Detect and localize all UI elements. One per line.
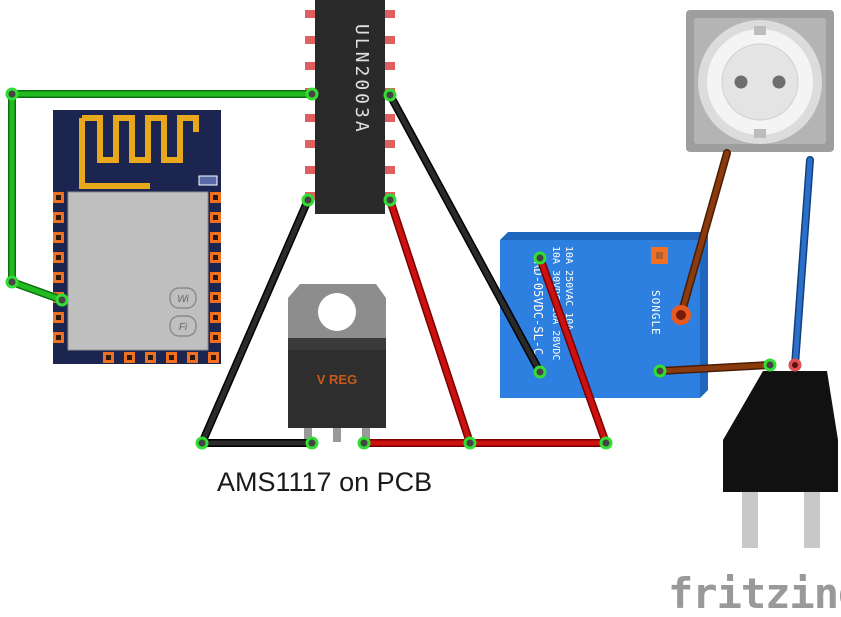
wires	[8, 90, 814, 447]
fritzing-logo: fritzing	[668, 569, 841, 617]
power-plug	[723, 371, 838, 548]
relay-model: SRD-05VDC-SL-C	[531, 254, 545, 355]
voltage-regulator: V REG	[288, 284, 386, 442]
regulator-pin	[333, 428, 341, 442]
regulator-pin	[362, 428, 370, 442]
regulator-mount-hole	[318, 293, 356, 331]
plug-body	[723, 371, 838, 492]
relay-brand: SONGLE	[649, 290, 662, 336]
wifi-badge-bottom: Fi	[179, 322, 188, 333]
relay-spec-line-1: 10A 250VAC 10A 1	[563, 246, 574, 342]
socket-ground-clip	[754, 26, 766, 35]
caption-label: AMS1117 on PCB	[217, 467, 432, 497]
connection-endpoints	[5, 87, 802, 450]
ic-pin	[305, 10, 317, 18]
ic-label: ULN2003A	[351, 24, 372, 135]
antenna-feed	[79, 160, 150, 189]
ic-pin	[305, 140, 317, 148]
plug-prong	[742, 492, 758, 548]
wifi-module-pads	[53, 192, 221, 363]
ic-pin	[383, 10, 395, 18]
socket-ground-clip	[754, 129, 766, 138]
socket-hole	[772, 75, 786, 89]
wifi-module: Wi Fi	[53, 110, 221, 364]
plug-prong	[804, 492, 820, 548]
uln2003a-chip: ULN2003A	[305, 0, 395, 214]
ic-pin	[305, 166, 317, 174]
ic-pin	[383, 166, 395, 174]
regulator-pin	[304, 428, 312, 442]
socket-hole	[734, 75, 748, 89]
ic-pin	[383, 140, 395, 148]
ic-pin	[305, 62, 317, 70]
ic-body	[315, 0, 385, 214]
regulator-label: V REG	[317, 372, 357, 387]
ic-pin	[305, 114, 317, 122]
wall-socket	[686, 10, 834, 152]
ic-pin	[383, 114, 395, 122]
ic-pin	[383, 36, 395, 44]
antenna-trace	[79, 115, 199, 163]
smd-component	[198, 175, 218, 186]
ic-pin	[383, 62, 395, 70]
regulator-body	[288, 338, 386, 428]
wifi-logo-icon: Wi Fi	[169, 287, 197, 337]
ic-pin	[305, 36, 317, 44]
wifi-badge-top: Wi	[177, 294, 189, 305]
